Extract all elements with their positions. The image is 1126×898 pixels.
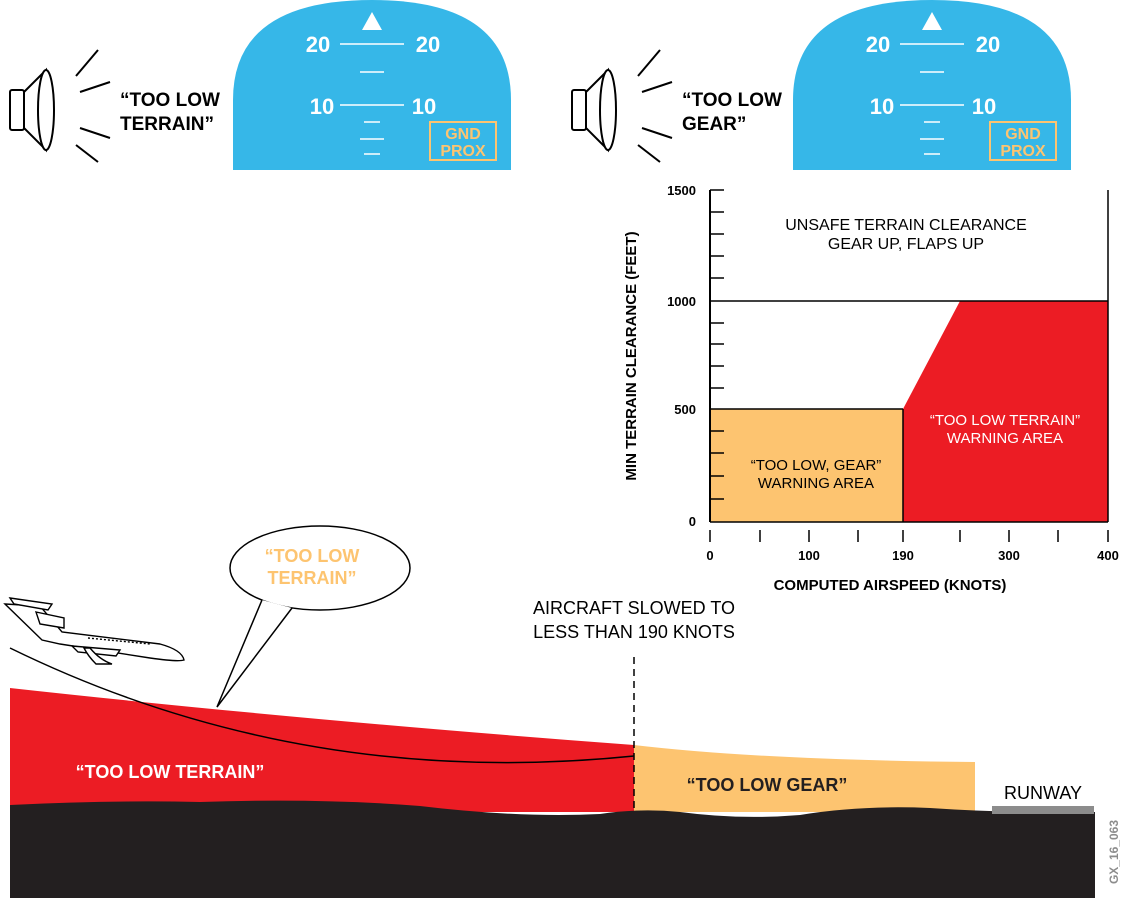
callout-text-line2: GEAR” (682, 114, 746, 135)
y-tick-label: 1500 (667, 183, 696, 198)
pitch-label: 20 (306, 32, 330, 57)
x-axis-title: COMPUTED AIRSPEED (KNOTS) (774, 577, 1007, 594)
gear-area-label-line2: WARNING AREA (758, 475, 874, 492)
runway-surface (992, 806, 1094, 814)
runway-label: RUNWAY (1004, 783, 1082, 803)
terrain-area-label-line2: WARNING AREA (947, 430, 1063, 447)
y-tick-label: 1000 (667, 294, 696, 309)
terrain-warning-area (903, 301, 1108, 522)
x-minor-ticks (709, 530, 1109, 542)
unsafe-clearance-line1: UNSAFE TERRAIN CLEARANCE (785, 217, 1027, 234)
gnd-prox-flag-line2: PROX (440, 143, 486, 160)
slowed-annotation-line1: AIRCRAFT SLOWED TO (533, 598, 735, 618)
x-tick-label: 400 (1097, 548, 1119, 563)
x-tick-label: 190 (892, 548, 914, 563)
warning-speech-bubble: “TOO LOW TERRAIN” (216, 525, 411, 708)
pitch-label: 20 (866, 32, 890, 57)
pitch-label: 10 (972, 94, 996, 119)
callout-text-line1: “TOO LOW (120, 90, 220, 111)
gear-area-label-line1: “TOO LOW, GEAR” (751, 457, 882, 474)
gnd-prox-flag (429, 121, 497, 161)
terrain-area-label-line1: “TOO LOW TERRAIN” (930, 412, 1080, 429)
terrain-zone-label: “TOO LOW TERRAIN” (76, 762, 265, 782)
gnd-prox-flag (989, 121, 1057, 161)
warning-envelope: 0 500 1000 1500 0 100 190 300 400 COMPUT… (623, 183, 1119, 594)
gnd-prox-flag-line1: GND (445, 126, 481, 143)
gear-warning-area (710, 409, 903, 522)
x-tick-label: 100 (798, 548, 820, 563)
pitch-label: 10 (412, 94, 436, 119)
pitch-label: 20 (976, 32, 1000, 57)
bubble-text-line2: TERRAIN” (268, 568, 357, 588)
terrain-warning-zone (10, 688, 634, 812)
speaker-icon (571, 49, 673, 163)
y-tick-label: 0 (689, 514, 696, 529)
y-tick-label: 500 (674, 402, 696, 417)
flight-path (9, 647, 635, 764)
sky-pointer-icon (362, 12, 382, 30)
annunciator-panel-gear: “TOO LOW GEAR” 20 20 10 10 GND PROX (571, 0, 1071, 170)
annunciator-panel-terrain: “TOO LOW TERRAIN” 20 20 10 10 GND PROX (9, 0, 511, 170)
gear-warning-zone (634, 745, 975, 812)
aircraft-icon (3, 597, 185, 665)
terrain-profile: RUNWAY AIRCRAFT SLOWED TO LESS THAN 190 … (3, 525, 1095, 898)
x-tick-label: 0 (706, 548, 713, 563)
pitch-label: 10 (310, 94, 334, 119)
attitude-indicator: 20 20 10 10 GND PROX (793, 0, 1071, 170)
gear-zone-label: “TOO LOW GEAR” (687, 775, 848, 795)
callout-text-line1: “TOO LOW (682, 90, 782, 111)
y-minor-ticks (710, 189, 724, 500)
speaker-icon (9, 49, 111, 163)
attitude-indicator: 20 20 10 10 GND PROX (233, 0, 511, 170)
sky-pointer-icon (922, 12, 942, 30)
gnd-prox-flag-line2: PROX (1000, 143, 1046, 160)
x-tick-label: 300 (998, 548, 1020, 563)
figure-id: GX_16_063 (1107, 820, 1121, 884)
ground-mass (10, 800, 1095, 898)
bubble-text-line1: “TOO LOW (265, 546, 360, 566)
y-axis-title: MIN TERRAIN CLEARANCE (FEET) (623, 231, 640, 480)
pitch-label: 20 (416, 32, 440, 57)
unsafe-clearance-line2: GEAR UP, FLAPS UP (828, 236, 984, 253)
slowed-annotation-line2: LESS THAN 190 KNOTS (533, 622, 735, 642)
callout-text-line2: TERRAIN” (120, 114, 214, 135)
pitch-label: 10 (870, 94, 894, 119)
gnd-prox-flag-line1: GND (1005, 126, 1041, 143)
